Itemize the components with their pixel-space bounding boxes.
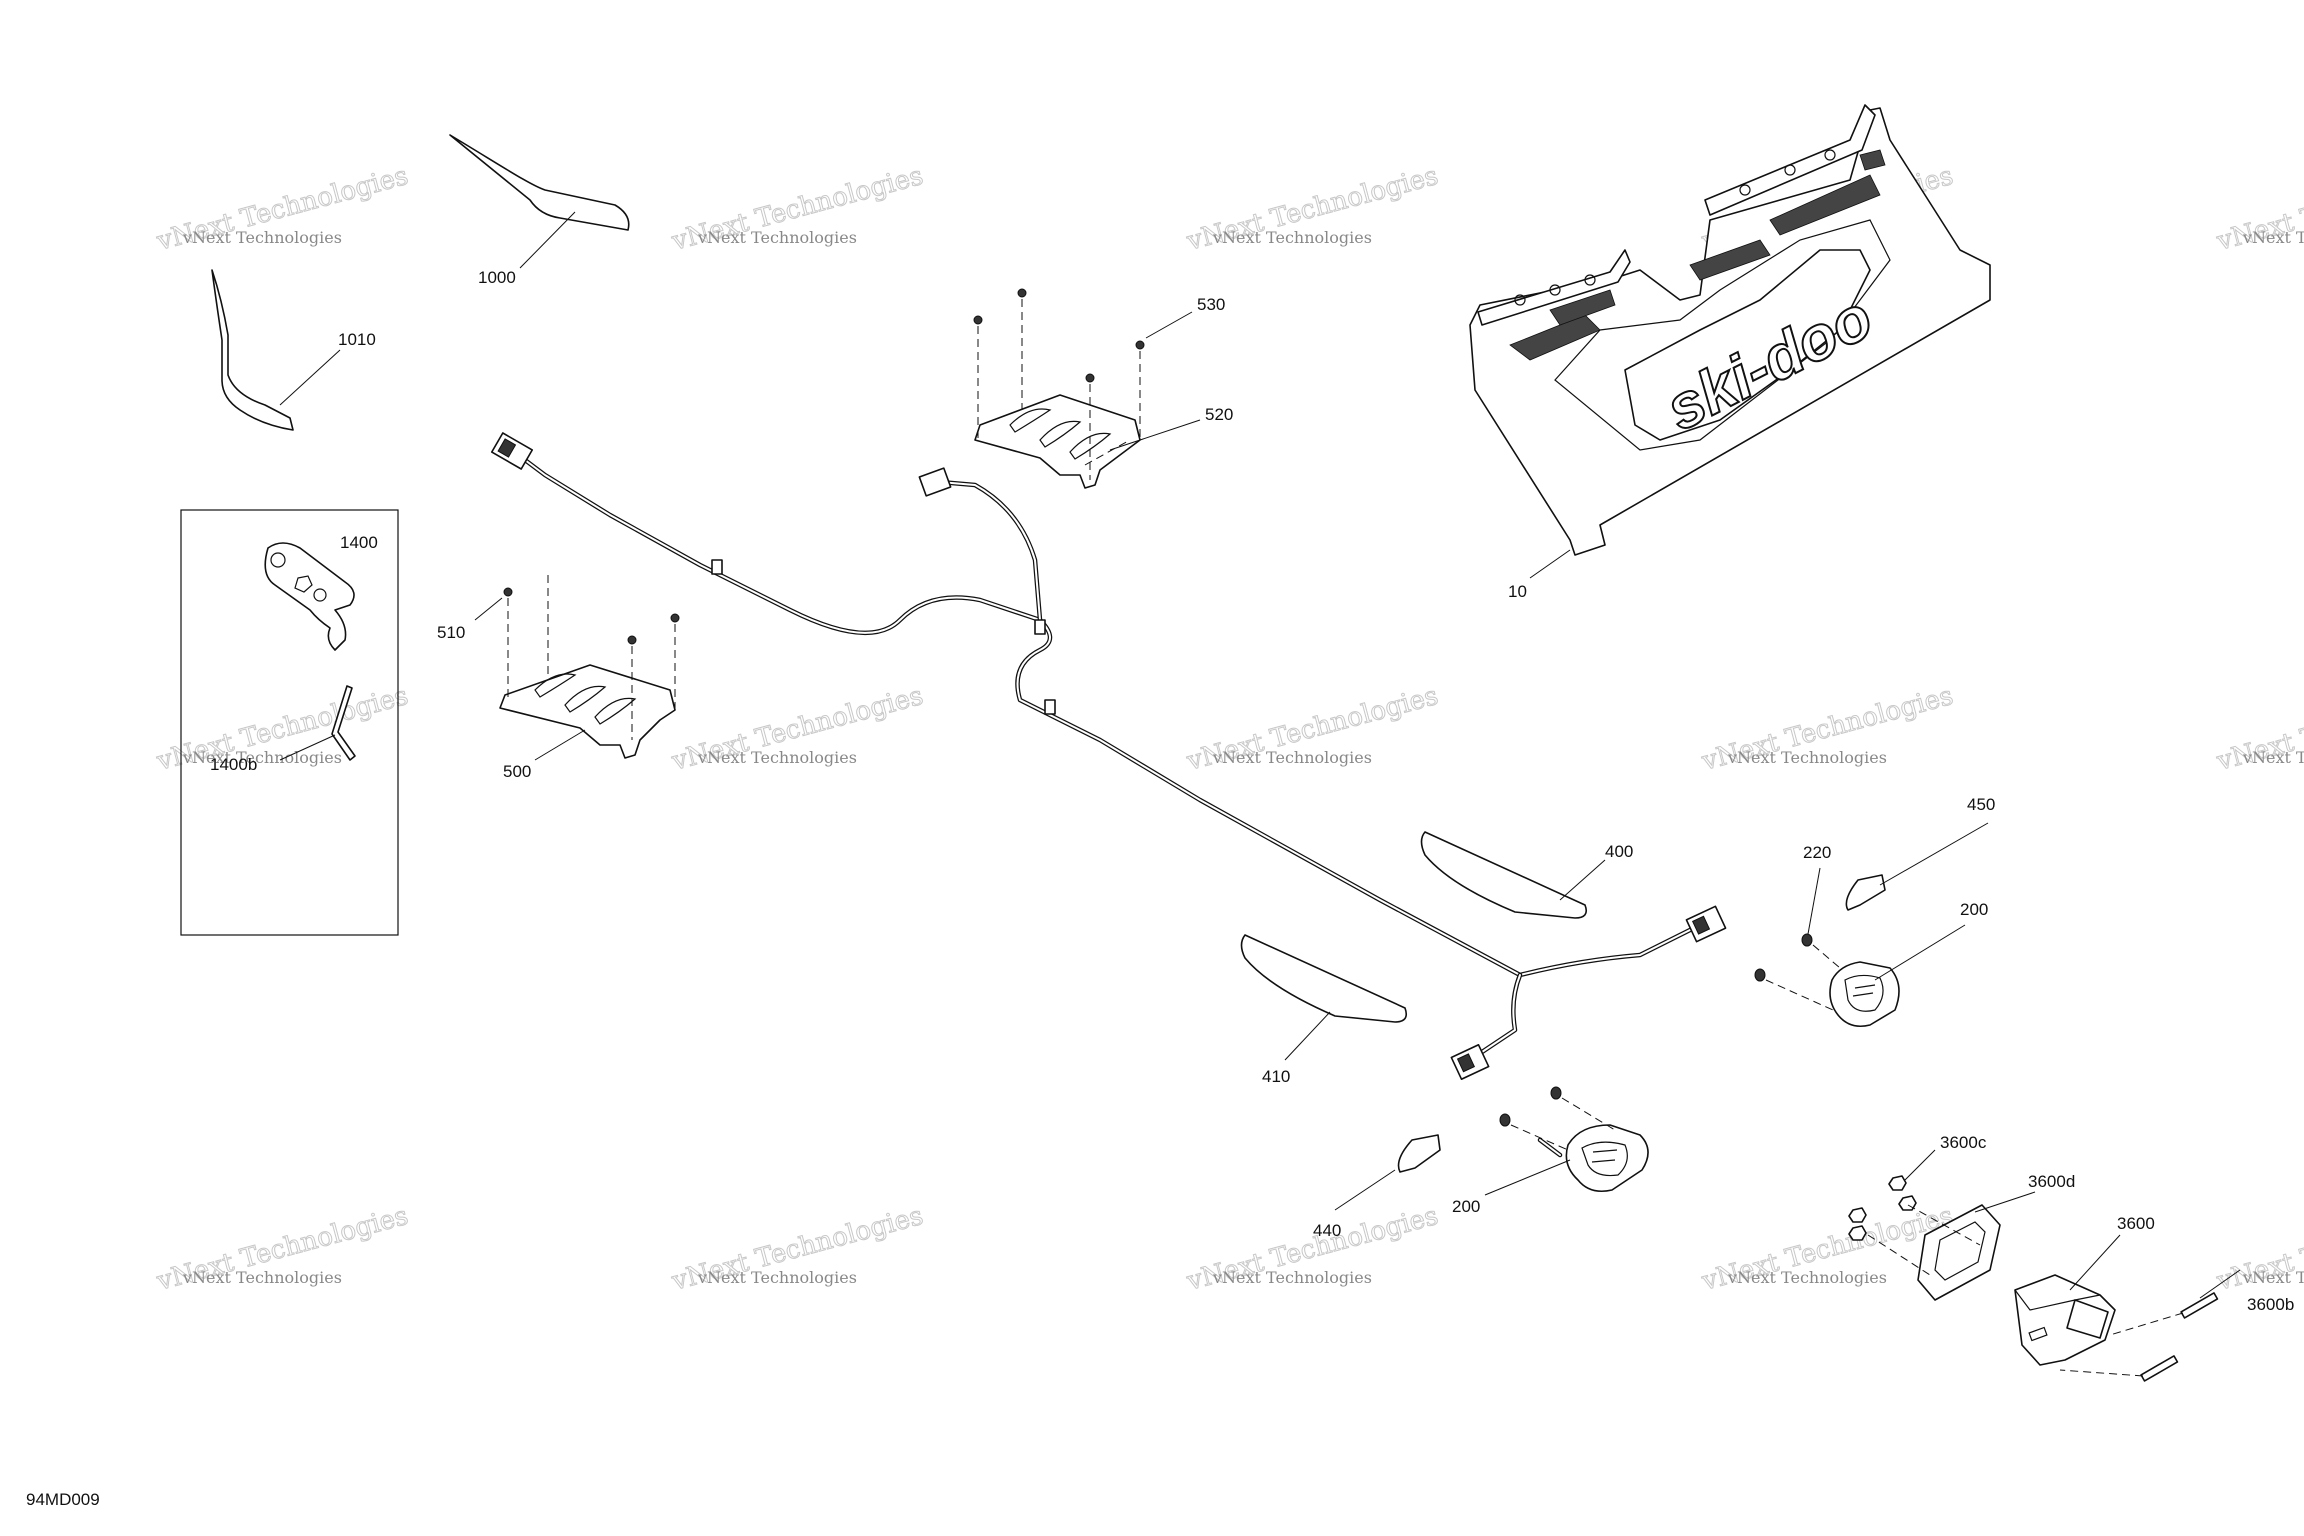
part-1400b-hex-key[interactable]: [279, 685, 356, 761]
callout-200-upper: 200: [1960, 900, 1988, 919]
watermark-text: vNext Technologies: [697, 748, 857, 767]
part-410-reflector[interactable]: [1240, 934, 1408, 1061]
part-3600b-bolts[interactable]: [2059, 1269, 2241, 1382]
callout-510: 510: [437, 623, 465, 642]
watermark-text: vNext Technologies: [182, 748, 342, 767]
part-200-light-upper[interactable]: [1829, 924, 1966, 1028]
callout-400: 400: [1605, 842, 1633, 861]
watermark-text: vNext Technologies: [697, 1268, 857, 1287]
part-3600d-plate[interactable]: [1917, 1191, 2036, 1301]
watermark-text: vNext Technologies: [1212, 1268, 1372, 1287]
watermark-layer: vNext Technologies vNext Technologies vN…: [153, 160, 2304, 1297]
part-10-rear-flap[interactable]: ski-doo: [1469, 104, 1991, 579]
callout-1400b: 1400b: [210, 755, 257, 774]
callout-3600b: 3600b: [2247, 1295, 2294, 1314]
callout-3600d: 3600d: [2028, 1172, 2075, 1191]
callout-520: 520: [1205, 405, 1233, 424]
watermark-text: vNext Technologies: [2242, 228, 2304, 247]
callout-440: 440: [1313, 1221, 1341, 1240]
callout-530: 530: [1197, 295, 1225, 314]
wiring-harness[interactable]: [490, 432, 1727, 1081]
part-1010-decal[interactable]: [211, 269, 341, 431]
callout-1000: 1000: [478, 268, 516, 287]
part-530-screws[interactable]: [973, 288, 1193, 480]
diagram-code: 94MD009: [26, 1490, 100, 1509]
part-520-bracket[interactable]: [974, 394, 1201, 489]
callout-3600: 3600: [2117, 1214, 2155, 1233]
part-450-decal[interactable]: [1845, 822, 1989, 911]
callout-1400: 1400: [340, 533, 378, 552]
watermark-text: vNext Technologies: [1212, 228, 1372, 247]
tool-kit-frame: [180, 509, 399, 936]
watermark-text: vNext Technologies: [182, 1268, 342, 1287]
callout-220: 220: [1803, 843, 1831, 862]
watermark-text: vNext Technologies: [1212, 748, 1372, 767]
watermark-text: vNext Technologies: [2242, 1268, 2304, 1287]
watermark-text: vNext Technologies: [1727, 1268, 1887, 1287]
part-200-light-lower[interactable]: [1484, 1124, 1649, 1196]
callout-3600c: 3600c: [1940, 1133, 1987, 1152]
part-220-washers[interactable]: [1499, 867, 1841, 1151]
part-400-reflector[interactable]: [1420, 831, 1606, 919]
part-1400-wrench[interactable]: [264, 542, 355, 651]
part-3600c-nuts[interactable]: [1848, 1149, 1981, 1276]
callout-10: 10: [1508, 582, 1527, 601]
part-1000-decal[interactable]: [449, 134, 630, 269]
watermark-text: vNext Technologies: [2242, 748, 2304, 767]
part-440-decal[interactable]: [1334, 1134, 1441, 1211]
callout-1010: 1010: [338, 330, 376, 349]
part-510-screws[interactable]: [474, 575, 680, 740]
watermark-text: vNext Technologies: [182, 228, 342, 247]
callout-200-lower: 200: [1452, 1197, 1480, 1216]
part-3600-hitch[interactable]: [2014, 1234, 2121, 1366]
watermark-text: vNext Technologies: [1727, 748, 1887, 767]
callout-410: 410: [1262, 1067, 1290, 1086]
callout-450: 450: [1967, 795, 1995, 814]
callout-500: 500: [503, 762, 531, 781]
watermark-text: vNext Technologies: [697, 228, 857, 247]
part-500-bracket[interactable]: [499, 664, 676, 761]
